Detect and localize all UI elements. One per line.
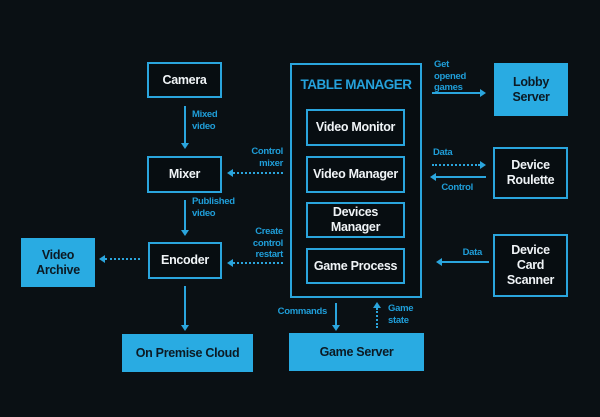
node-mixer: Mixer xyxy=(147,156,222,193)
arrow-control-from-roulette-head xyxy=(430,173,436,181)
arrow-mixed-video-line xyxy=(184,106,186,143)
arrow-published-video-head xyxy=(181,230,189,236)
arrow-encoder-to-archive-head xyxy=(99,255,105,263)
arrow-encoder-to-cloud-head xyxy=(181,325,189,331)
node-devices-manager: Devices Manager xyxy=(306,202,405,238)
arrow-encoder-to-archive-line xyxy=(105,258,140,260)
node-game-server: Game Server xyxy=(289,333,424,371)
arrow-data-to-roulette-line xyxy=(432,164,480,166)
arrow-create-control-restart-head xyxy=(227,259,233,267)
node-device-roulette: Device Roulette xyxy=(493,147,568,199)
node-camera: Camera xyxy=(147,62,222,98)
arrow-control-mixer-head xyxy=(227,169,233,177)
arrow-get-opened-games-line xyxy=(432,92,480,94)
group-table-manager-title: TABLE MANAGER xyxy=(300,77,413,92)
node-video-monitor: Video Monitor xyxy=(306,109,405,146)
edge-label-game-state: Game state xyxy=(388,303,414,326)
arrow-commands-line xyxy=(335,303,337,325)
arrow-create-control-restart-line xyxy=(233,262,283,264)
arrow-control-mixer-line xyxy=(233,172,283,174)
arrow-data-from-card-scanner-line xyxy=(442,261,489,263)
edge-label-data-card-scanner: Data xyxy=(462,247,483,258)
arrow-game-state-line xyxy=(376,308,378,328)
node-video-archive: Video Archive xyxy=(21,238,95,287)
edge-label-create-control-restart: Create control restart xyxy=(252,226,283,261)
node-game-process: Game Process xyxy=(306,248,405,284)
edge-label-data-roulette: Data xyxy=(433,147,453,158)
node-video-manager: Video Manager xyxy=(306,156,405,193)
node-encoder: Encoder xyxy=(148,242,222,279)
node-device-card-scanner: Device Card Scanner xyxy=(493,234,568,297)
node-lobby-server: Lobby Server xyxy=(494,63,568,116)
arrow-commands-head xyxy=(332,325,340,331)
edge-label-mixed-video: Mixed video xyxy=(192,109,218,132)
arrow-data-from-card-scanner-head xyxy=(436,258,442,266)
node-on-premise-cloud: On Premise Cloud xyxy=(122,334,253,372)
arrow-mixed-video-head xyxy=(181,143,189,149)
arrow-get-opened-games-head xyxy=(480,89,486,97)
arrow-game-state-head xyxy=(373,302,381,308)
edge-label-control-mixer: Control mixer xyxy=(251,146,283,169)
arrow-published-video-line xyxy=(184,200,186,230)
arrow-control-from-roulette-line xyxy=(436,176,486,178)
edge-label-control-roulette: Control xyxy=(441,182,473,193)
arrow-data-to-roulette-head xyxy=(480,161,486,169)
arrow-encoder-to-cloud-line xyxy=(184,286,186,325)
edge-label-published-video: Published video xyxy=(192,196,235,219)
edge-label-commands: Commands xyxy=(277,306,328,317)
edge-label-get-opened-games: Get opened games xyxy=(434,59,466,94)
